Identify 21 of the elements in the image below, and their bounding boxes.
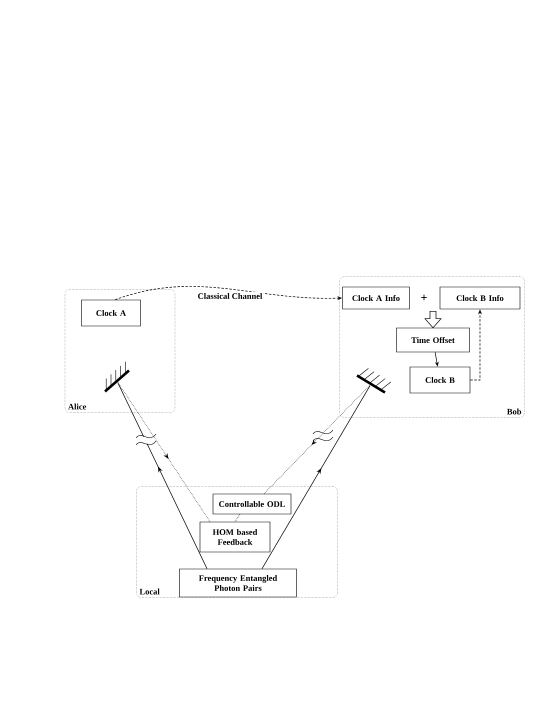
dashed-line — [234, 514, 240, 522]
arrow — [262, 385, 370, 570]
process-box: Time Offset — [396, 328, 470, 352]
mirror-icon — [356, 368, 392, 394]
process-box: Clock B — [410, 366, 470, 394]
process-box: HOM based Feedback — [200, 522, 270, 552]
mirror-icon — [104, 361, 130, 392]
region-label: Alice — [68, 404, 86, 410]
process-box: Frequency Entangled Photon Pairs — [179, 568, 297, 598]
process-box: Controllable ODL — [212, 494, 292, 514]
region-label: Bob — [507, 408, 522, 414]
dotted-arrow — [118, 382, 210, 522]
edge-label: Classical Channel — [198, 293, 262, 299]
hollow-arrow — [424, 310, 442, 328]
dotted-arrow — [264, 385, 370, 494]
plus-sign: + — [421, 294, 427, 300]
arrow — [117, 382, 208, 570]
process-box: Clock A — [81, 300, 141, 326]
process-box: Clock A Info — [342, 286, 410, 310]
process-box: Clock B Info — [440, 286, 520, 310]
region-label: Local — [140, 588, 160, 594]
